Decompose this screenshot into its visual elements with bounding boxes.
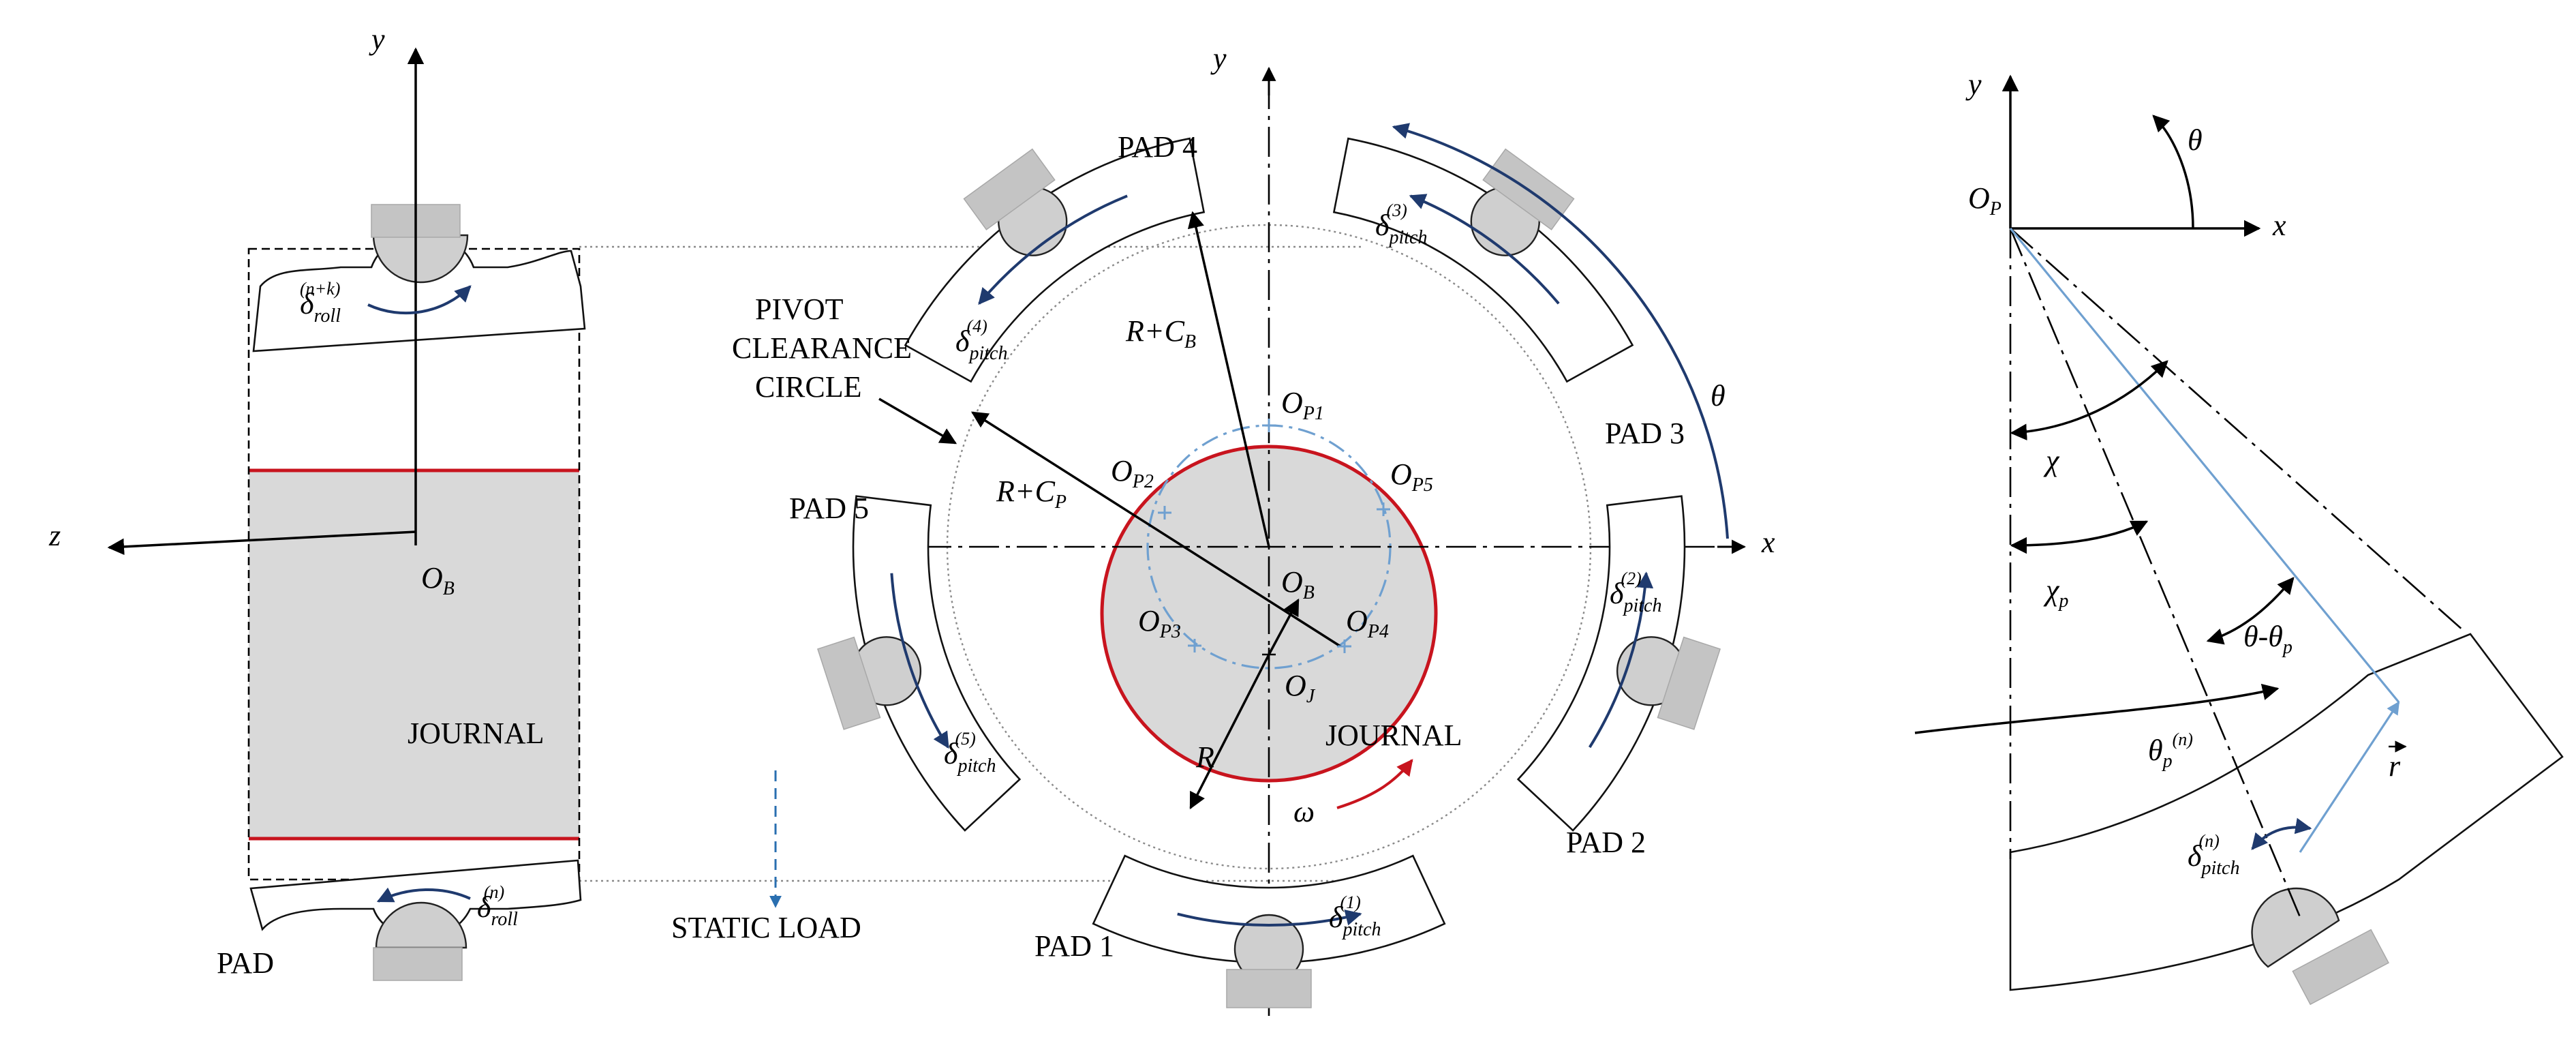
chi-arc <box>2010 360 2168 440</box>
radius-R-start <box>1268 598 1300 655</box>
left-y-label: y <box>369 22 385 56</box>
left-pad-label: PAD <box>217 946 274 980</box>
delta-pitch-1: δpitch(1) <box>1329 892 1381 940</box>
pad-label-3: PAD 3 <box>1605 417 1685 450</box>
pivot-markers <box>1158 419 1390 653</box>
center-view: x y θ ω JOURNAL R R+CB R+CP PIVOT CLEARA… <box>732 42 1775 1016</box>
right-x-label: x <box>2272 209 2286 242</box>
right-block <box>2292 929 2389 1006</box>
R-label: R <box>1195 740 1214 774</box>
right-view: y x θ OP χ χp θ-θp θp(n) r δpitch(n) <box>1914 67 2564 1006</box>
delta-pitch-5: δpitch(5) <box>944 729 996 777</box>
right-pitch-arrow <box>2251 817 2312 850</box>
pivot-clearance-line1: PIVOT <box>755 292 844 326</box>
pad-pitch-arrow-4 <box>978 194 1128 305</box>
theta-arc <box>1392 123 1729 539</box>
pivot-label-P2: OP2 <box>1111 454 1154 492</box>
pad-pitch-arrow-3 <box>1409 194 1560 305</box>
pivot-clearance-pointer <box>878 397 957 445</box>
right-pad <box>2009 633 2564 991</box>
pad-label-2: PAD 2 <box>1566 826 1646 859</box>
radius-R-CP <box>970 411 1341 648</box>
left-journal-label: JOURNAL <box>408 717 544 750</box>
pad-block-1 <box>1226 969 1312 1008</box>
theta-minus-arc <box>2206 577 2295 645</box>
left-bottom-block <box>373 947 463 981</box>
pad-4 <box>904 137 1206 383</box>
roll-arrow-top <box>367 285 472 315</box>
theta-pn-arc <box>1914 683 2280 734</box>
omega-arrow <box>1336 759 1413 809</box>
R-CB-label: R+CB <box>1125 314 1196 352</box>
journal-center-marker <box>1262 648 1276 661</box>
theta-minus-label: θ-θp <box>2243 620 2293 658</box>
delta-pitch-3: δpitch(3) <box>1375 200 1427 248</box>
pad-5 <box>852 495 1022 832</box>
r-vector <box>2299 701 2400 853</box>
pad-block-2 <box>1657 636 1721 730</box>
pad-label-1: PAD 1 <box>1034 929 1114 963</box>
right-pivot <box>2251 887 2340 968</box>
right-y-label: y <box>1965 67 1982 101</box>
delta-pitch-2: δpitch(2) <box>1610 569 1661 616</box>
roll-arrow-bottom <box>376 887 471 903</box>
left-z-axis <box>107 530 416 556</box>
right-theta-label: θ <box>2188 123 2203 157</box>
omega-label: ω <box>1293 795 1315 828</box>
left-top-pivot <box>372 234 469 284</box>
pivot-clearance-line3: CIRCLE <box>755 370 861 404</box>
pivot-label-P5: OP5 <box>1390 457 1433 496</box>
theta-label: θ <box>1711 379 1726 412</box>
radius-R-CB <box>1187 211 1270 547</box>
right-ray-theta <box>2009 227 2400 704</box>
center-journal-label: JOURNAL <box>1325 719 1462 752</box>
pad-label-4: PAD 4 <box>1118 130 1197 164</box>
theta-pn-label: θp(n) <box>2148 730 2193 772</box>
r-vector-label: r <box>2389 749 2401 783</box>
left-view: y z OB JOURNAL PAD δroll(n+k) δroll(n) S… <box>48 22 1363 981</box>
radius-R <box>1189 654 1270 810</box>
pivot-label-P1: OP1 <box>1281 386 1324 424</box>
left-origin-label: OB <box>421 561 455 599</box>
pad-1 <box>1092 854 1446 964</box>
pad-pitch-arrow-5 <box>890 573 950 749</box>
right-ray-pivot <box>2009 228 2301 918</box>
pad-block-5 <box>816 636 881 730</box>
chi-label: χ <box>2043 444 2060 477</box>
static-load-label: STATIC LOAD <box>671 911 861 944</box>
pad-label-5: PAD 5 <box>789 492 869 525</box>
left-bottom-pivot <box>375 901 467 949</box>
pad-pitch-arrow-2 <box>1588 571 1654 749</box>
center-y-label: y <box>1210 42 1227 75</box>
pad-3 <box>1332 137 1634 383</box>
left-dashed-frame <box>247 247 581 881</box>
pad-pitch-arrow-1 <box>1177 910 1362 927</box>
left-z-label: z <box>48 519 61 552</box>
pads-group <box>816 137 1721 1008</box>
pad-block-4 <box>963 148 1056 230</box>
delta-pitch-4: δpitch(4) <box>955 316 1007 364</box>
R-CP-label: R+CP <box>996 475 1067 513</box>
right-origin-label: OP <box>1968 181 2002 220</box>
chi-p-arc <box>2010 520 2149 554</box>
journal-border <box>1100 445 1438 783</box>
right-ray-outer <box>2010 228 2464 631</box>
origin-J-label: OJ <box>1285 669 1316 707</box>
right-theta-arrow <box>2152 115 2194 229</box>
chi-p-label: χp <box>2043 573 2068 612</box>
left-journal <box>249 470 579 839</box>
pivot-clearance-line2: CLEARANCE <box>732 331 912 365</box>
center-x-label: x <box>1761 526 1775 559</box>
